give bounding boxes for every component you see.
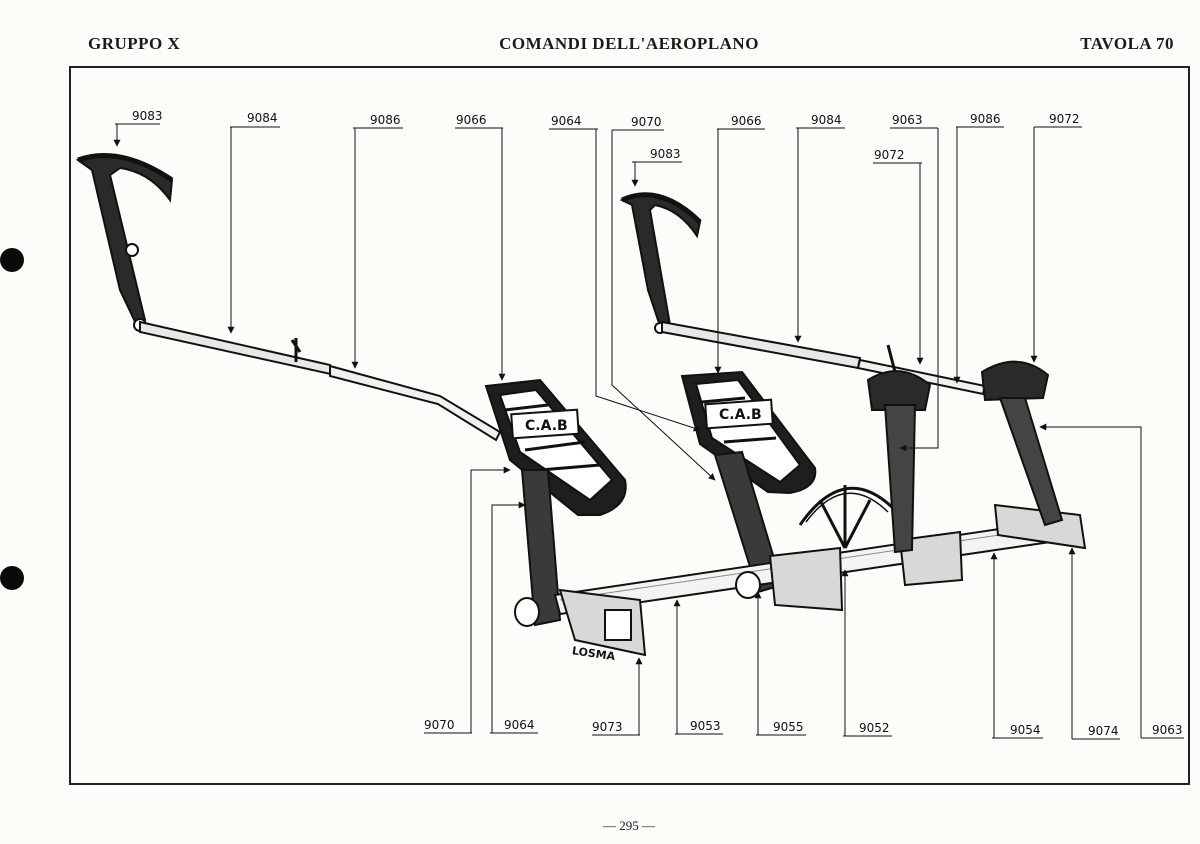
page-number: — 295 — — [603, 818, 655, 833]
callout-top-right-3: 9072 — [874, 148, 905, 162]
leader-lines — [115, 123, 1184, 740]
right-stirrup-pedal — [980, 360, 1064, 527]
callout-bottom-2: 9064 — [504, 718, 535, 732]
callout-top-left-1: 9083 — [132, 109, 163, 123]
pedal-marking-left: C.A.B — [525, 418, 568, 434]
callout-top-right-5: 9072 — [1049, 112, 1080, 126]
callout-top-mid-4: 9066 — [731, 114, 762, 128]
callout-bottom-4: 9053 — [690, 719, 721, 733]
callout-top-right-2: 9063 — [892, 113, 923, 127]
callout-top-mid-1: 9064 — [551, 114, 582, 128]
callout-top-mid-3: 9083 — [650, 147, 681, 161]
punch-hole-lower — [0, 566, 24, 590]
right-pedal: C.A.B — [680, 370, 817, 594]
header-title: COMANDI DELL'AEROPLANO — [499, 34, 759, 53]
plate-frame — [69, 66, 1190, 785]
left-stirrup-pedal — [866, 344, 932, 554]
callout-top-right-1: 9084 — [811, 113, 842, 127]
callout-bottom-9: 9063 — [1152, 723, 1183, 737]
right-hand-lever — [619, 192, 702, 334]
callout-labels: 9083 9084 9086 9066 9064 9070 9083 9066 … — [132, 109, 1183, 738]
callout-bottom-8: 9074 — [1088, 724, 1119, 738]
callout-top-mid-2: 9070 — [631, 115, 662, 129]
maker-marking: LOSMA — [571, 644, 616, 663]
callout-top-left-2: 9084 — [247, 111, 278, 125]
callout-top-right-4: 9086 — [970, 112, 1001, 126]
callout-top-left-3: 9086 — [370, 113, 401, 127]
pedal-marking-right: C.A.B — [719, 407, 762, 423]
callout-bottom-5: 9055 — [773, 720, 804, 734]
punch-hole-upper — [0, 248, 24, 272]
callout-bottom-3: 9073 — [592, 720, 623, 734]
header-plate: TAVOLA 70 — [1080, 34, 1174, 53]
callout-bottom-7: 9054 — [1010, 723, 1041, 737]
header-group: GRUPPO X — [88, 34, 181, 53]
left-pedal: C.A.B — [484, 378, 627, 627]
callout-bottom-1: 9070 — [424, 718, 455, 732]
callout-top-left-4: 9066 — [456, 113, 487, 127]
quadrant-sector — [798, 485, 897, 549]
left-bracket: LOSMA — [558, 588, 647, 663]
left-connecting-rod — [139, 320, 502, 442]
left-hand-lever — [75, 153, 174, 332]
callout-bottom-6: 9052 — [859, 721, 890, 735]
center-bracket — [768, 530, 964, 612]
